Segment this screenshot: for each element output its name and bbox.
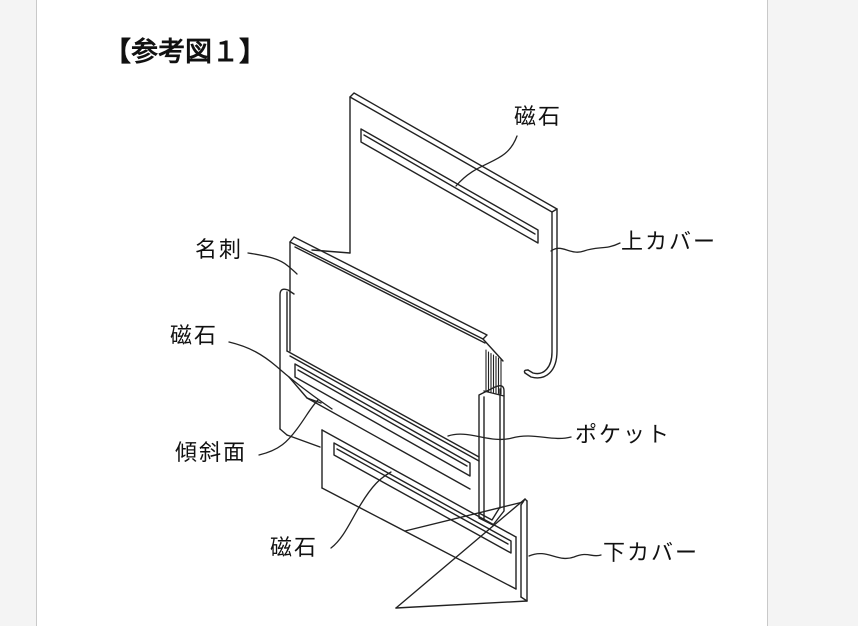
lower-band-magnet-slot	[334, 443, 511, 553]
leader-magnet-bottom	[331, 472, 391, 548]
leader-lower-cover	[529, 554, 601, 559]
lower-cover-tip	[521, 499, 527, 505]
pocket-front-magnet-slot-inner	[298, 370, 467, 466]
pocket-left-wall-bottom	[280, 429, 287, 435]
pocket-front-wall-top-edge-inner	[290, 356, 479, 461]
lower-cover-bottom-edge	[396, 601, 527, 608]
card-stack-top-edge	[483, 339, 503, 361]
card-top-face	[290, 237, 487, 339]
figure-title: 【参考図１】	[104, 37, 266, 67]
upper-cover-right-edge-front	[528, 212, 552, 374]
label-business-card: 名刺	[195, 237, 244, 262]
pocket-front-wall-step	[287, 435, 320, 447]
label-upper-cover: 上カバー	[621, 229, 718, 254]
label-magnet-left: 磁石	[170, 323, 219, 348]
lower-cover-top-hidden-edge	[405, 502, 523, 531]
label-lower-cover: 下カバー	[603, 540, 700, 565]
document-page	[36, 0, 768, 626]
pocket-front-magnet-slot	[295, 364, 470, 476]
upper-cover-right-edge-back	[525, 209, 557, 378]
pocket-assembly	[280, 289, 516, 589]
leader-lines	[229, 136, 620, 558]
upper-cover-plate	[312, 93, 557, 378]
upper-cover-magnet-slot	[361, 129, 538, 243]
label-magnet-top: 磁石	[514, 104, 563, 129]
upper-cover-bottom-ledge	[312, 250, 350, 253]
upper-cover-curl-tip	[524, 370, 528, 373]
pocket-left-wall-outer	[280, 289, 294, 429]
inclined-surface-edge	[307, 398, 470, 489]
lower-band-magnet-slot-inner	[337, 449, 508, 544]
label-pocket: ポケット	[575, 422, 672, 447]
leader-card	[248, 253, 297, 274]
leader-incline	[259, 400, 318, 455]
label-magnet-bottom: 磁石	[270, 535, 319, 560]
lower-band-bottom-edge	[322, 488, 516, 589]
label-inclined-surface: 傾斜面	[175, 440, 248, 465]
leader-upper-cover	[551, 243, 620, 252]
upper-cover-magnet-slot-inner	[364, 135, 535, 234]
lower-cover-hypotenuse	[396, 499, 525, 608]
lower-cover-plate	[396, 499, 527, 608]
leader-pocket	[448, 434, 571, 439]
leader-magnet-top	[456, 136, 517, 186]
pocket-right-wall-inner-bottom	[479, 507, 500, 520]
pocket-front-wall-top-edge	[287, 351, 479, 457]
leader-magnet-left	[229, 342, 332, 409]
card-top-edge-second	[295, 247, 485, 343]
lower-cover-bottom-cap	[521, 597, 527, 601]
card-stack-hatching	[486, 350, 501, 394]
pocket-right-wall-outline	[479, 386, 504, 525]
business-card-stack	[290, 237, 504, 396]
